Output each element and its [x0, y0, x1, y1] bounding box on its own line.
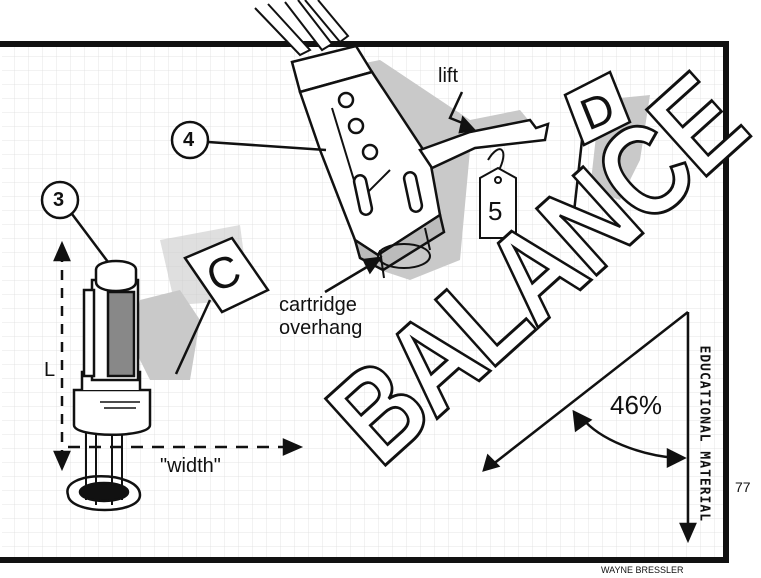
angle-indicator [482, 311, 697, 544]
sign-c [174, 236, 270, 375]
dimension-lines [53, 240, 304, 472]
illustrator-credit: WAYNE BRESSLER [601, 565, 684, 575]
headshell [290, 44, 550, 279]
length-label: L [44, 359, 56, 381]
tag-5-label: 5 [488, 196, 503, 226]
pointer-lines [324, 91, 477, 294]
educational-material-text: EDUCATIONAL MATERIAL [696, 345, 712, 523]
lift-label: lift [438, 65, 458, 87]
cartridge-overhang-line1: cartridge [279, 294, 357, 316]
tag-5 [479, 148, 517, 239]
tonearm-cables [254, 0, 350, 57]
callout-4-label: 4 [183, 129, 195, 151]
callout-circles [40, 120, 327, 263]
callout-3-label: 3 [53, 189, 65, 211]
cartridge-overhang-line2: overhang [279, 317, 363, 339]
sign-d [563, 70, 632, 213]
frame-border [0, 41, 729, 563]
width-label: "width" [160, 455, 221, 477]
counterweight [66, 259, 152, 512]
angle-percent-label: 46% [610, 390, 663, 420]
page-number: 77 [735, 479, 751, 495]
